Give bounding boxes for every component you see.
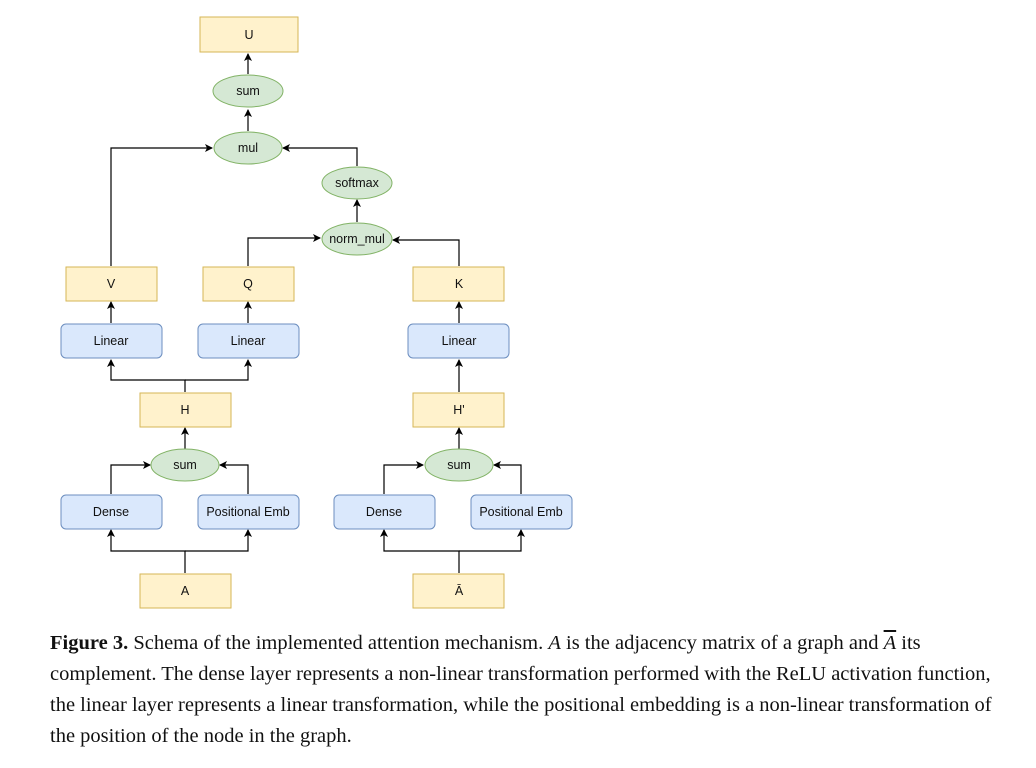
edge-a-to-dense-left: [107, 529, 186, 573]
node-v-label: V: [107, 277, 116, 291]
node-a-bar: Ā: [412, 573, 505, 609]
edges: [107, 53, 525, 573]
node-q-label: Q: [243, 277, 253, 291]
node-mul-label: mul: [238, 141, 258, 155]
node-pos-emb-right: Positional Emb: [470, 494, 573, 530]
edge-h-to-linear-v: [107, 359, 186, 392]
node-k: K: [412, 266, 505, 302]
node-h-label: H: [180, 403, 189, 417]
edge-k-to-norm-mul: [392, 236, 460, 266]
figure-caption: Figure 3. Schema of the implemented atte…: [50, 628, 1010, 752]
node-mul: mul: [213, 131, 283, 165]
node-sum-left-label: sum: [173, 458, 197, 472]
node-sum-top-label: sum: [236, 84, 260, 98]
node-q: Q: [202, 266, 295, 302]
node-linear-q-label: Linear: [231, 334, 266, 348]
node-dense-left-label: Dense: [93, 505, 129, 519]
node-linear-v: Linear: [60, 323, 163, 359]
edge-pos-emb-left-to-sum: [219, 461, 249, 494]
edge-a-bar-to-pos-emb-right: [459, 529, 525, 552]
node-h-prime-label: H': [453, 403, 464, 417]
edge-v-to-mul: [110, 144, 213, 266]
node-dense-right: Dense: [333, 494, 436, 530]
node-dense-right-label: Dense: [366, 505, 402, 519]
caption-text-1: Schema of the implemented attention mech…: [128, 632, 549, 654]
node-norm-mul: norm_mul: [321, 222, 393, 256]
node-u: U: [199, 16, 299, 53]
edge-dense-right-to-sum: [383, 461, 424, 494]
node-pos-emb-left: Positional Emb: [197, 494, 300, 530]
edge-softmax-to-mul: [282, 144, 358, 166]
node-softmax-label: softmax: [335, 176, 380, 190]
edge-a-to-pos-emb-left: [185, 529, 252, 552]
figure-label: Figure 3.: [50, 632, 129, 654]
node-linear-k: Linear: [407, 323, 510, 359]
node-a-bar-label: Ā: [455, 584, 464, 598]
node-k-label: K: [455, 277, 464, 291]
node-h: H: [139, 392, 232, 428]
edge-h-to-linear-q: [185, 359, 252, 381]
node-pos-emb-right-label: Positional Emb: [479, 505, 562, 519]
caption-var-a-bar: A: [883, 632, 897, 654]
node-norm-mul-label: norm_mul: [329, 232, 385, 246]
caption-var-a: A: [548, 632, 561, 654]
node-h-prime: H': [412, 392, 505, 428]
node-sum-top: sum: [212, 74, 284, 108]
edge-q-to-norm-mul: [247, 234, 321, 266]
node-softmax: softmax: [321, 166, 393, 200]
node-sum-left: sum: [150, 448, 220, 482]
node-a-label: A: [181, 584, 190, 598]
edge-pos-emb-right-to-sum: [493, 461, 522, 494]
edge-a-bar-to-dense-right: [380, 529, 460, 573]
node-sum-right-label: sum: [447, 458, 471, 472]
node-linear-v-label: Linear: [94, 334, 129, 348]
node-v: V: [65, 266, 158, 302]
node-linear-q: Linear: [197, 323, 300, 359]
edge-dense-left-to-sum: [110, 461, 151, 494]
node-sum-right: sum: [424, 448, 494, 482]
node-a: A: [139, 573, 232, 609]
node-linear-k-label: Linear: [442, 334, 477, 348]
caption-text-2: is the adjacency matrix of a graph and: [560, 632, 884, 654]
caption-text-3: its complement. The dense layer represen…: [50, 632, 992, 747]
node-pos-emb-left-label: Positional Emb: [206, 505, 289, 519]
node-u-label: U: [244, 28, 253, 42]
node-dense-left: Dense: [60, 494, 163, 530]
